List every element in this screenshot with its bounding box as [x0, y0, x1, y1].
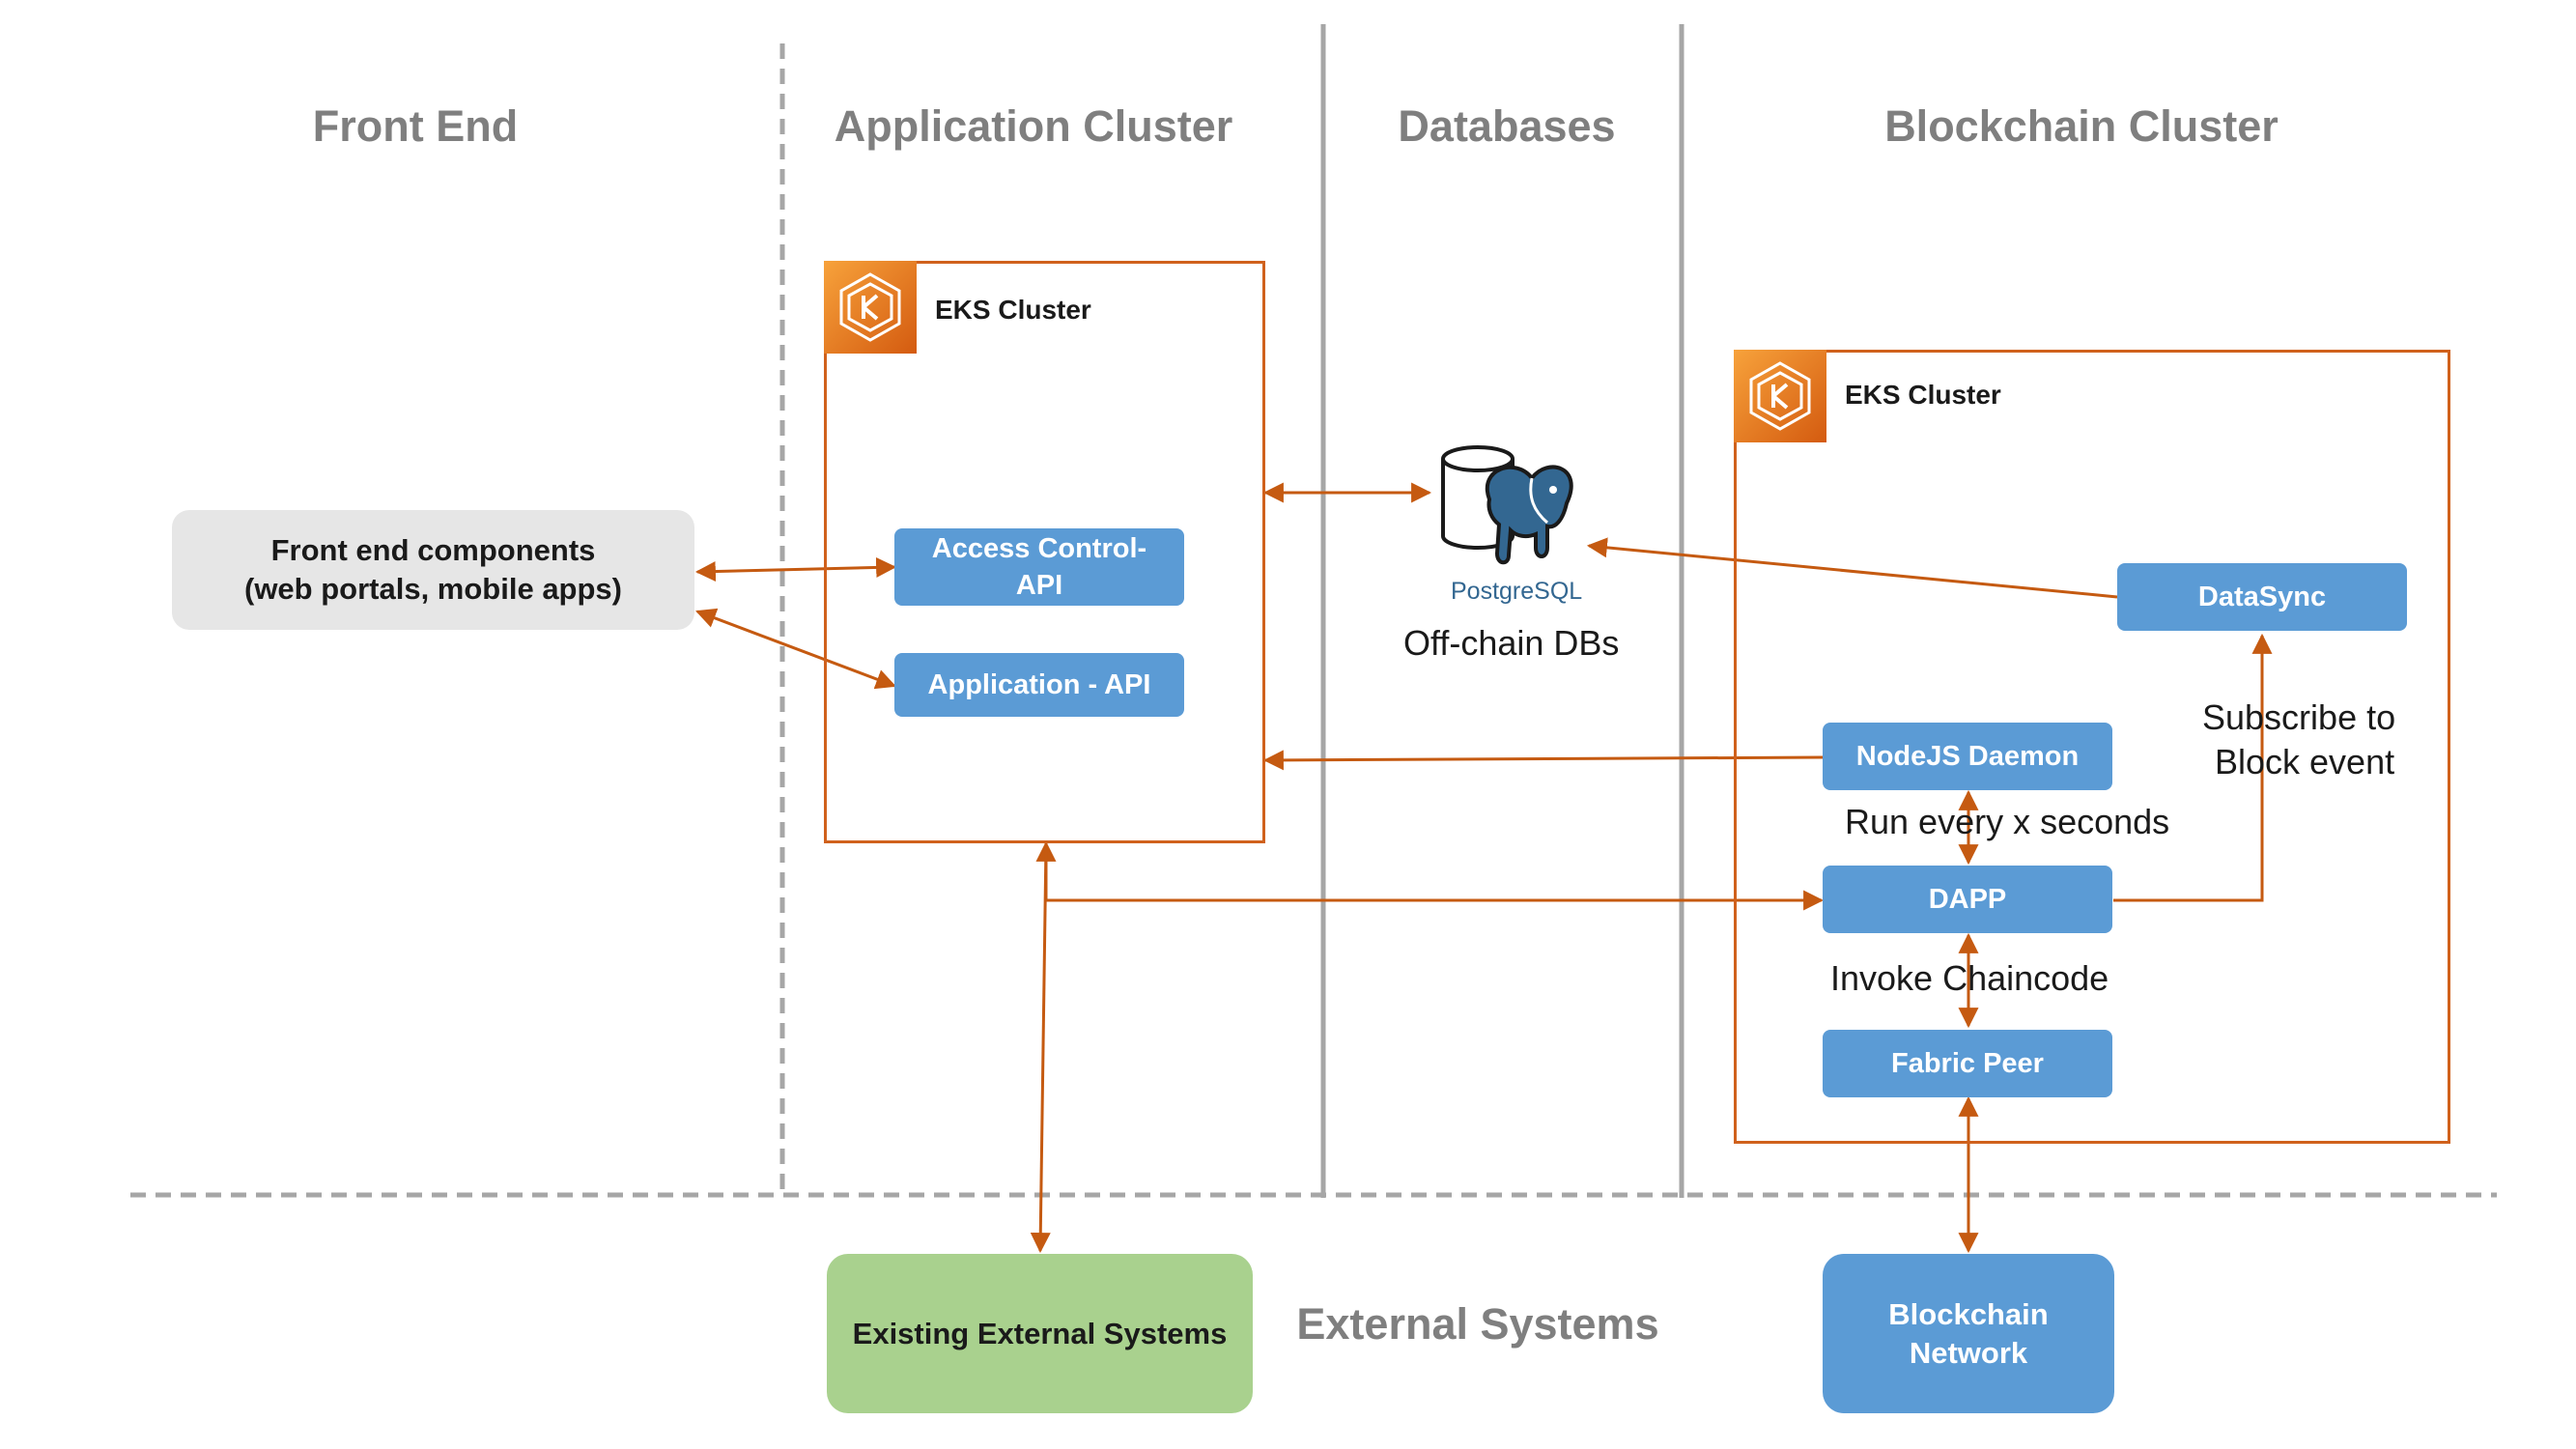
nodejs-daemon-box[interactable]: NodeJS Daemon — [1823, 723, 2112, 790]
access-control-label-line2: API — [1015, 570, 1063, 601]
section-header-application-cluster: Application Cluster — [834, 101, 1233, 151]
app-eks-cluster — [824, 261, 1265, 843]
arrow-nodejs-appcluster — [1262, 750, 1824, 771]
arrow-appcluster-external — [1030, 842, 1051, 1254]
invoke-chaincode-label: Invoke Chaincode — [1830, 958, 2109, 998]
front-end-label-line1: Front end components — [270, 533, 596, 567]
postgresql-elephant-icon — [1441, 445, 1573, 565]
section-header-databases: Databases — [1398, 101, 1616, 151]
datasync-box[interactable]: DataSync — [2117, 563, 2407, 631]
access-control-api-box[interactable]: Access Control- API — [894, 528, 1184, 606]
fabric-peer-box[interactable]: Fabric Peer — [1823, 1030, 2112, 1097]
front-end-label-line2: (web portals, mobile apps) — [244, 572, 622, 606]
app-cluster-title: EKS Cluster — [935, 295, 1091, 325]
database-cylinder-icon — [1441, 445, 1514, 550]
offchain-db-caption: Off-chain DBs — [1403, 623, 1620, 663]
postgresql-logo-text-b: SQL — [1534, 578, 1583, 605]
arrow-frontend-accesscontrol — [694, 556, 897, 582]
run-every-label: Run every x seconds — [1845, 802, 2170, 841]
arrow-dapp-datasync — [2113, 633, 2273, 902]
section-header-blockchain-cluster: Blockchain Cluster — [1884, 101, 2279, 151]
subscribe-label-line2: Block event — [2215, 742, 2395, 781]
application-api-box[interactable]: Application - API — [894, 653, 1184, 717]
section-header-front-end: Front End — [312, 101, 519, 151]
subscribe-label-line1: Subscribe to — [2202, 697, 2396, 737]
postgresql-db[interactable]: PostgreSQL — [1439, 440, 1594, 618]
arrow-frontend-appapi — [695, 608, 896, 690]
postgresql-logo-text: PostgreSQL — [1451, 578, 1582, 606]
front-end-components-box[interactable]: Front end components (web portals, mobil… — [172, 510, 694, 630]
kubernetes-eks-icon — [1734, 350, 1826, 442]
arrow-appcluster-dapp — [1035, 840, 1825, 911]
blockchain-eks-cluster — [1734, 350, 2450, 1144]
existing-external-systems-box[interactable]: Existing External Systems — [827, 1254, 1253, 1413]
dapp-box[interactable]: DAPP — [1823, 866, 2112, 933]
access-control-label-line1: Access Control- — [931, 533, 1147, 564]
blockchain-network-line2: Network — [1909, 1335, 2028, 1370]
blockchain-network-box[interactable]: Blockchain Network — [1823, 1254, 2114, 1413]
kubernetes-eks-icon — [824, 261, 917, 354]
blockchain-network-line1: Blockchain — [1888, 1296, 2049, 1331]
arrow-datasync-db — [1586, 537, 2118, 599]
blockchain-cluster-title: EKS Cluster — [1845, 380, 2001, 410]
postgresql-logo-text-a: Postgre — [1451, 578, 1535, 605]
section-header-external-systems: External Systems — [1296, 1299, 1659, 1349]
